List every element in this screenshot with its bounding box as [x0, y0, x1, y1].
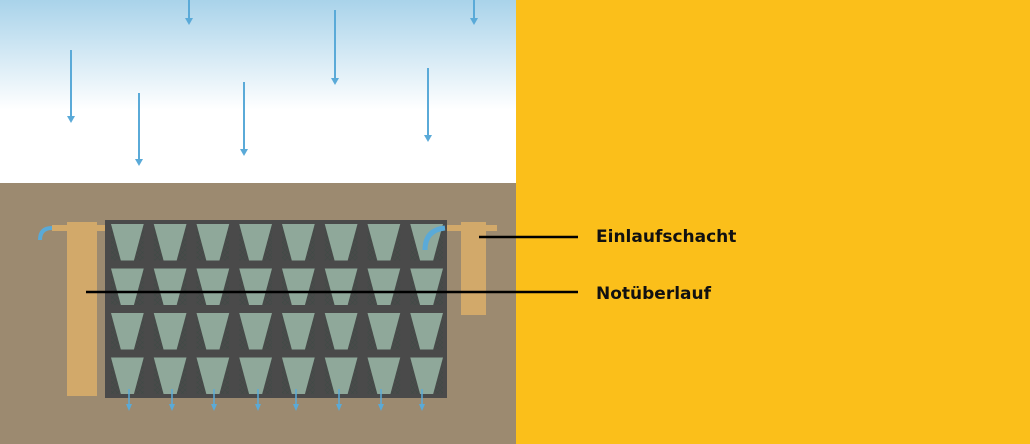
- crate-cell: [111, 224, 144, 261]
- sky: [0, 0, 516, 183]
- crate-cell: [196, 313, 230, 350]
- crate-cell: [239, 313, 272, 350]
- seepage-arrow-icon-head: [255, 404, 261, 411]
- seepage-arrow-icon-head: [211, 404, 217, 411]
- label-einlaufschacht: Einlaufschacht: [596, 227, 737, 247]
- crate-cell: [367, 224, 401, 261]
- label-notueberlauf: Notüberlauf: [596, 284, 712, 304]
- crate-cell: [410, 313, 443, 350]
- crate-cell: [367, 357, 401, 394]
- crate-cell: [196, 268, 230, 305]
- seepage-arrow-icon-head: [378, 404, 384, 411]
- infiltration-crate: [105, 220, 447, 398]
- crate-cell: [111, 268, 144, 305]
- seepage-arrow-icon-head: [169, 404, 175, 411]
- seepage-arrow-icon-head: [293, 404, 299, 411]
- crate-cell: [239, 268, 272, 305]
- crate-cell: [153, 224, 187, 261]
- crate-cell: [367, 268, 401, 305]
- inlet-arrow-icon: [422, 225, 446, 251]
- crate-cell: [282, 268, 315, 305]
- crate-cell: [111, 313, 144, 350]
- crate-cell: [111, 357, 144, 394]
- rain-arrow-icon-head: [470, 18, 478, 25]
- crate-cell: [153, 357, 187, 394]
- crate-cell: [410, 268, 443, 305]
- crate-cell: [324, 224, 358, 261]
- crate-cell: [153, 313, 187, 350]
- seepage-arrows: [126, 389, 425, 411]
- rain-arrow-icon-head: [240, 149, 248, 156]
- crate-cell: [410, 357, 443, 394]
- seepage-arrow-icon-head: [419, 404, 425, 411]
- crate-cell: [239, 224, 272, 261]
- crate-cell: [324, 357, 358, 394]
- crate-cell: [239, 357, 272, 394]
- crate-cell: [324, 313, 358, 350]
- crate-cell: [153, 268, 187, 305]
- rain-arrow-icon-head: [185, 18, 193, 25]
- crate-cell: [324, 268, 358, 305]
- seepage-arrow-icon-head: [336, 404, 342, 411]
- overflow-shaft: [67, 222, 97, 396]
- seepage-arrow-icon-head: [126, 404, 132, 411]
- crate-cell: [282, 224, 315, 261]
- rain-arrow-icon-head: [331, 78, 339, 85]
- crate-cell: [282, 313, 315, 350]
- crate-cell: [367, 313, 401, 350]
- rain-arrow-icon-head: [67, 116, 75, 123]
- rain-arrow-icon-head: [424, 135, 432, 142]
- crate-cell: [196, 357, 230, 394]
- crate-cell: [196, 224, 230, 261]
- rain-arrow-icon-head: [135, 159, 143, 166]
- overflow-arrow-icon: [38, 226, 53, 241]
- crate-cell: [282, 357, 315, 394]
- rain-arrows: [67, 0, 478, 166]
